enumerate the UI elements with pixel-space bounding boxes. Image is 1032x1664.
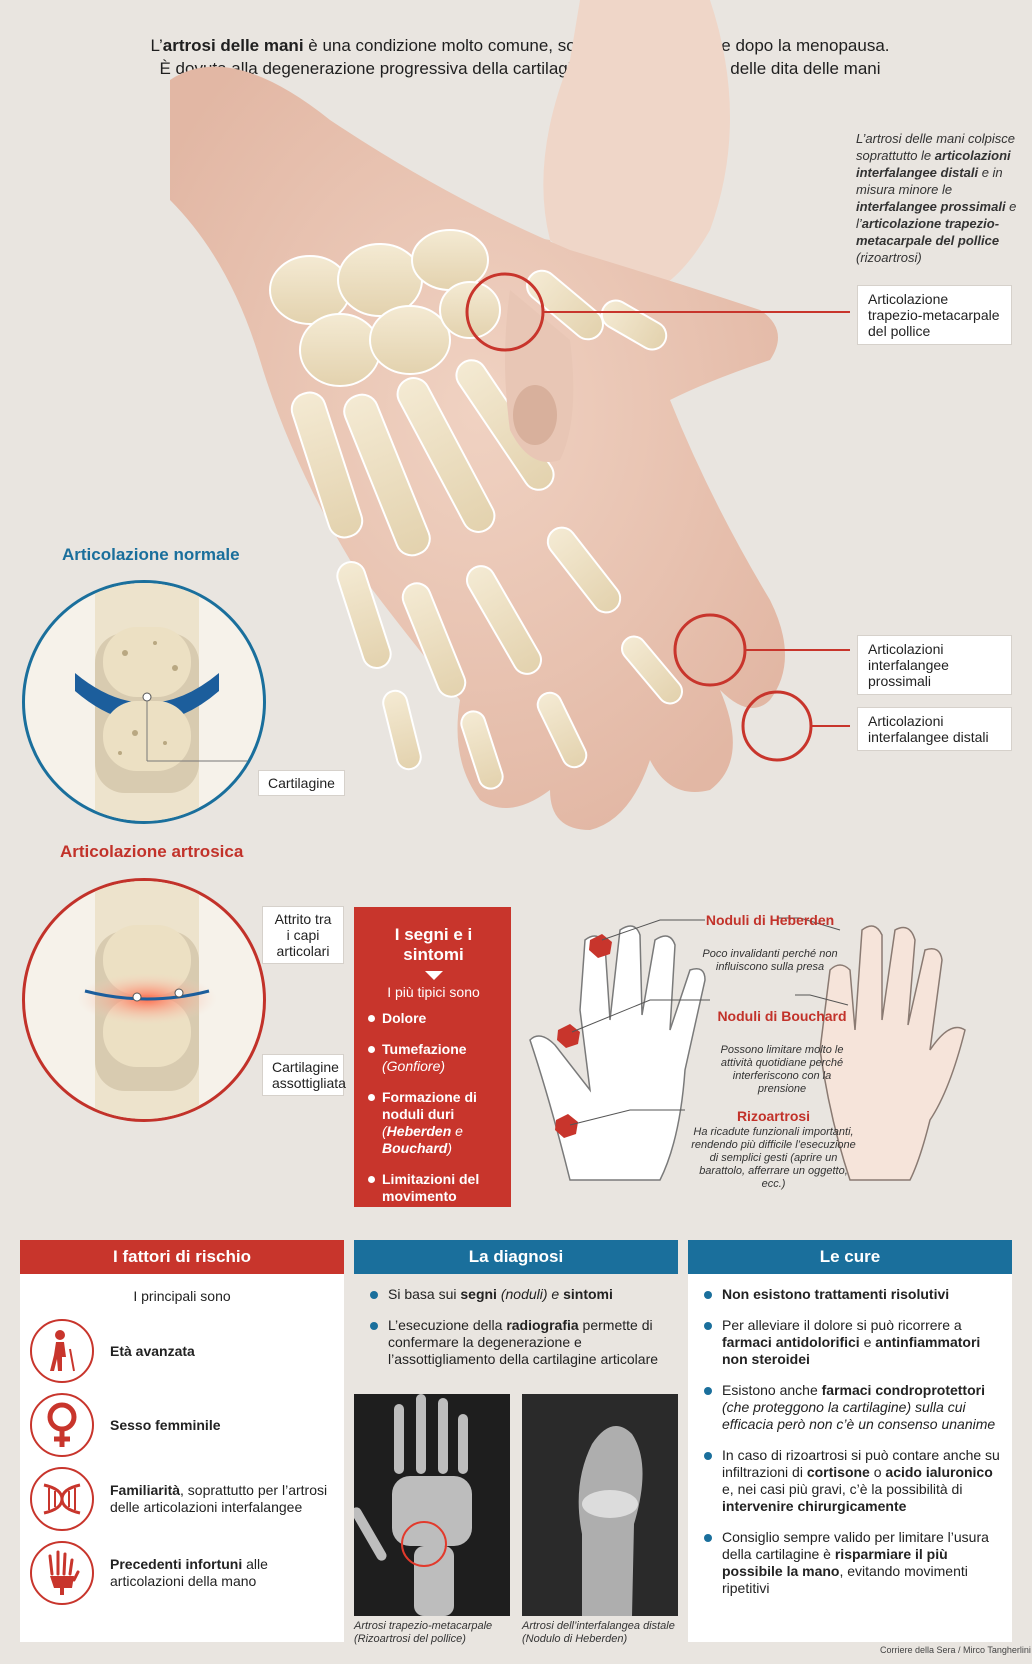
diagnosis-item: Si basa sui segni (noduli) e sintomi	[370, 1286, 668, 1303]
normal-joint-title: Articolazione normale	[62, 545, 240, 564]
cartilage-label: Cartilagine	[258, 770, 345, 796]
risk-factors-header: I fattori di rischio	[20, 1240, 344, 1274]
signs-subtitle: I più tipici sono	[387, 984, 480, 1000]
bouchard-title: Noduli di Bouchard	[717, 1008, 847, 1024]
normal-joint-illustration	[22, 580, 266, 824]
xray-caption-1: Artrosi trapezio-metacarpale (Rizoartros…	[354, 1620, 493, 1645]
diagnosis-item: L’esecuzione della radiografia permette …	[370, 1317, 668, 1368]
hands-nodes-diagram	[529, 917, 966, 1181]
hand-illustration	[170, 0, 850, 830]
joints-description: L’artrosi delle mani colpisce soprattutt…	[856, 131, 1017, 265]
xray-rizoartrosi-image	[354, 1394, 510, 1616]
cure-item: Consiglio sempre valido per limitare l’u…	[704, 1529, 1002, 1597]
cure-item: Esistono anche farmaci condroprotettori …	[704, 1382, 1002, 1433]
signs-symptoms-box: I segni e i sintomi I più tipici sono Do…	[354, 907, 511, 1207]
xray-caption-2: Artrosi dell’interfalangea distale (Nodu…	[522, 1620, 675, 1645]
cure-item: Per alleviare il dolore si può ricorrere…	[704, 1317, 1002, 1368]
symptom-item: Formazione di noduli duri (Heberden e Bo…	[368, 1089, 499, 1157]
friction-label: Attrito tra i capi articolari	[262, 906, 344, 964]
hand-skeleton-icon	[30, 1541, 94, 1605]
diagnosis-header: La diagnosi	[354, 1240, 678, 1274]
rizoartrosi-desc: Ha ricadute funzionali importanti, rende…	[691, 1126, 856, 1190]
symptom-item: Dolore	[368, 1010, 499, 1027]
credit-text: Corriere della Sera / Mirco Tangherlini	[880, 1645, 1031, 1655]
diagnosis-panel: La diagnosi Si basa sui segni (noduli) e…	[354, 1240, 678, 1642]
signs-title: I segni e i sintomi	[394, 925, 473, 964]
arthritic-joint-illustration	[22, 878, 266, 1122]
risk-item: Precedenti infortuni alle articolazioni …	[20, 1536, 344, 1610]
risk-item: Sesso femminile	[20, 1388, 344, 1462]
heberden-desc: Poco invalidanti perché non influiscono …	[702, 948, 838, 973]
elderly-person-icon	[30, 1319, 94, 1383]
bouchard-desc: Possono limitare molto le attività quoti…	[720, 1044, 844, 1095]
arthritic-joint-title: Articolazione artrosica	[60, 842, 244, 861]
thinned-cartilage-label: Cartilagine assottigliata	[262, 1054, 346, 1096]
callout-interfalangee-prossimali: Articolazioni interfalangee prossimali	[857, 635, 1012, 695]
cure-item: In caso di rizoartrosi si può contare an…	[704, 1447, 1002, 1515]
risk-item: Familiarità, soprattutto per l’artrosi d…	[20, 1462, 344, 1536]
risk-factors-panel: I fattori di rischio I principali sono E…	[20, 1240, 344, 1642]
risk-item: Età avanzata	[20, 1314, 344, 1388]
xray-heberden-image	[522, 1394, 678, 1616]
symptom-item: Limitazioni del movimento	[368, 1171, 499, 1205]
cures-panel: Le cure Non esistono trattamenti risolut…	[688, 1240, 1012, 1642]
cure-item: Non esistono trattamenti risolutivi	[704, 1286, 1002, 1303]
triangle-down-icon	[424, 971, 443, 980]
rizoartrosi-title: Rizoartrosi	[736, 1108, 811, 1124]
risk-subtitle: I principali sono	[133, 1288, 231, 1304]
callout-interfalangee-distali: Articolazioni interfalangee distali	[857, 707, 1012, 751]
cures-header: Le cure	[688, 1240, 1012, 1274]
callout-trapezio-metacarpale: Articolazione trapezio-metacarpale del p…	[857, 285, 1012, 345]
dna-icon	[30, 1467, 94, 1531]
symptom-item: Tumefazione(Gonfiore)	[368, 1041, 499, 1075]
heberden-title: Noduli di Heberden	[705, 912, 835, 928]
female-symbol-icon	[30, 1393, 94, 1457]
